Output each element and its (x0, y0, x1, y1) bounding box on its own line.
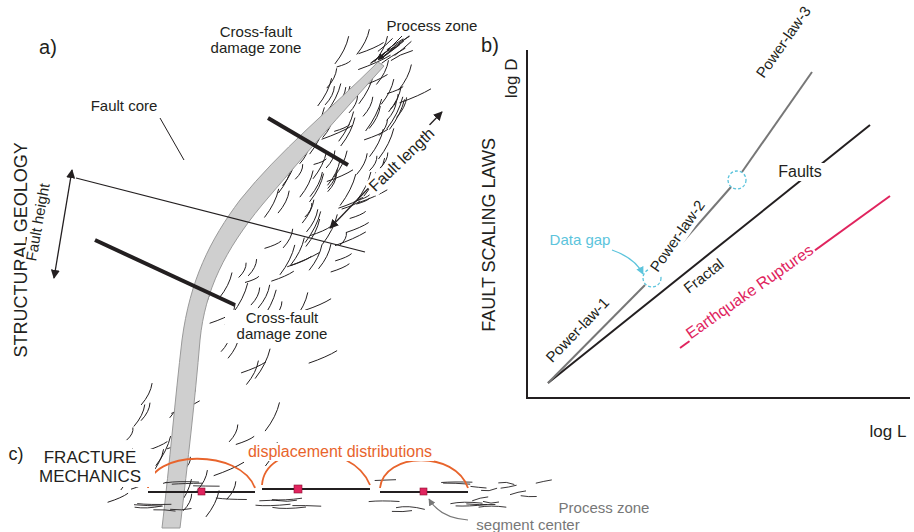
annotation-label: displacement distributions (246, 443, 434, 461)
part-label: Cross-fault damage zone (225, 310, 339, 343)
panel-title: FAULT SCALING LAWS (480, 136, 500, 334)
gap-arrow (612, 250, 643, 274)
damage-bar (268, 118, 348, 165)
series-label: Faults (776, 163, 824, 181)
damage-bar (95, 240, 235, 305)
annotation-label: segment center (474, 517, 581, 532)
segment-centers (198, 485, 427, 495)
axis (526, 50, 528, 399)
height-arrow (54, 170, 72, 278)
dimension-label: Fault length (364, 123, 439, 197)
series-label: Earthquake Ruptures (681, 240, 818, 343)
panel-letter: a) (37, 36, 59, 58)
part-label: Fault core (89, 98, 160, 115)
earthquake-line (680, 196, 890, 348)
part-label: Process zone (557, 500, 652, 517)
axis-label: log D (503, 56, 522, 100)
section-line (76, 178, 365, 252)
center-arrow (429, 499, 468, 520)
fracture-strokes (130, 480, 551, 512)
series-label: Power-law-1 (542, 293, 615, 367)
axis-label: log L (868, 423, 909, 442)
part-label: Cross-fault damage zone (199, 24, 313, 57)
leader-line (160, 118, 184, 160)
length-arrow (330, 112, 442, 228)
gap-circle (728, 171, 746, 189)
fractal-line (548, 125, 870, 383)
series-label: Fractal (679, 254, 728, 298)
axis (526, 397, 910, 399)
series-label: Power-law-2 (646, 195, 710, 276)
note-label: Data gap (548, 232, 613, 249)
power-law-line (742, 72, 812, 172)
panel-letter: c) (7, 445, 26, 465)
panel-title: FRACTURE MECHANICS (26, 449, 155, 486)
panel-letter: b) (479, 34, 501, 56)
part-label: Process zone (385, 18, 480, 35)
series-label: Power-law-3 (752, 1, 816, 82)
leader-line (378, 36, 402, 60)
